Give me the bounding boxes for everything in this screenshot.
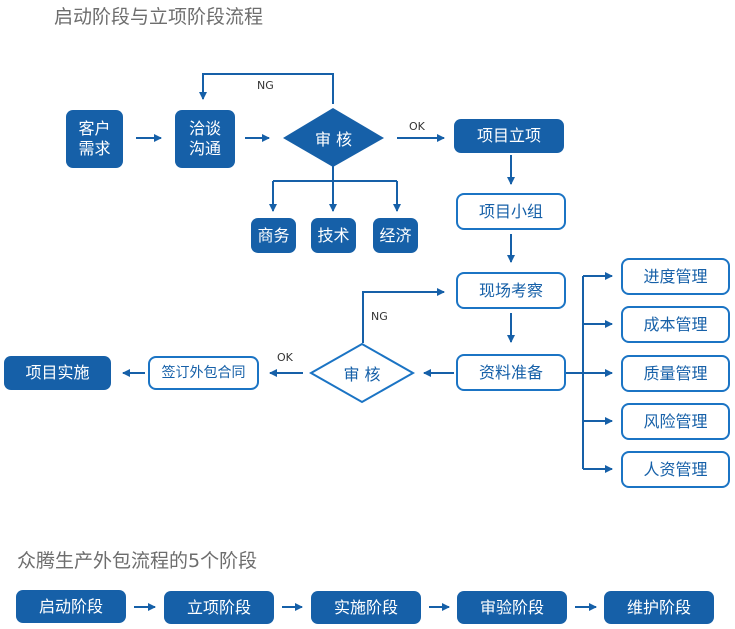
- technology-node[interactable]: 技术: [311, 218, 356, 253]
- phase-acceptance[interactable]: 审验阶段: [457, 591, 567, 624]
- hr-mgmt-node[interactable]: 人资管理: [621, 451, 730, 488]
- review-diamond-2: [308, 342, 416, 404]
- quality-mgmt-node[interactable]: 质量管理: [621, 355, 730, 392]
- negotiate-node[interactable]: 洽谈 沟通: [175, 110, 235, 168]
- schedule-mgmt-node[interactable]: 进度管理: [621, 258, 730, 295]
- customer-need-node[interactable]: 客户 需求: [66, 110, 123, 168]
- project-setup-node[interactable]: 项目立项: [454, 119, 564, 153]
- phase-implementation[interactable]: 实施阶段: [311, 591, 421, 624]
- project-team-node[interactable]: 项目小组: [456, 193, 566, 230]
- data-prep-node[interactable]: 资料准备: [456, 354, 566, 391]
- ng-label-2: NG: [371, 310, 388, 323]
- cost-mgmt-node[interactable]: 成本管理: [621, 306, 730, 343]
- risk-mgmt-node[interactable]: 风险管理: [621, 403, 730, 440]
- bottom-title: 众腾生产外包流程的5个阶段: [17, 550, 258, 572]
- business-node[interactable]: 商务: [251, 218, 296, 253]
- site-survey-node[interactable]: 现场考察: [456, 272, 566, 309]
- ng-label-1: NG: [257, 79, 274, 92]
- project-impl-node[interactable]: 项目实施: [4, 356, 111, 390]
- review-2-label: 审 核: [343, 365, 381, 384]
- phase-maintenance[interactable]: 维护阶段: [604, 591, 714, 624]
- phase-startup[interactable]: 启动阶段: [16, 590, 126, 623]
- review-diamond-1: [283, 108, 384, 167]
- ok-label-2: OK: [277, 351, 293, 364]
- top-title: 启动阶段与立项阶段流程: [54, 6, 264, 28]
- phase-setup[interactable]: 立项阶段: [164, 591, 274, 624]
- review-1-label: 审 核: [314, 130, 353, 149]
- sign-contract-node[interactable]: 签订外包合同: [148, 356, 259, 390]
- ok-label-1: OK: [409, 120, 425, 133]
- economy-node[interactable]: 经济: [373, 218, 418, 253]
